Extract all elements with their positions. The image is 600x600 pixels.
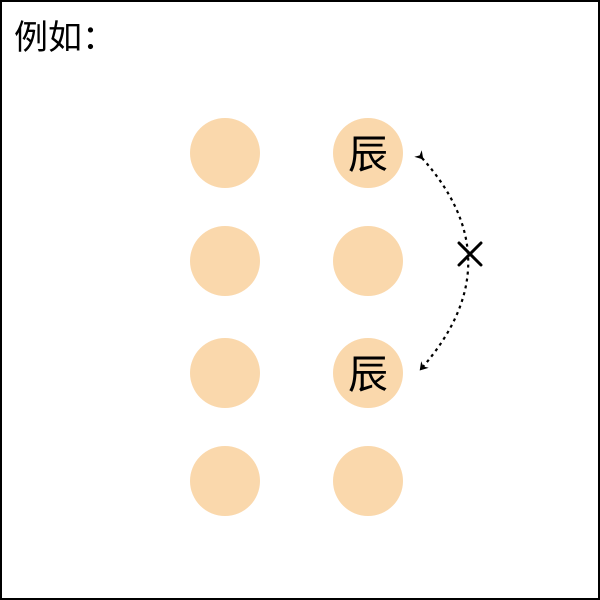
dot-r2c1	[190, 226, 260, 296]
dot-r3c2	[333, 338, 403, 408]
dot-label-r3c2: 辰	[348, 352, 388, 398]
dot-r1c2	[333, 118, 403, 188]
dot-label-r1c2: 辰	[348, 132, 388, 178]
dot-r1c1	[190, 118, 260, 188]
cross-icon	[457, 241, 483, 267]
dot-r2c2	[333, 226, 403, 296]
dot-r4c1	[190, 446, 260, 516]
dot-r4c2	[333, 446, 403, 516]
dot-r3c1	[190, 338, 260, 408]
caption-text: 例如：	[14, 18, 116, 58]
